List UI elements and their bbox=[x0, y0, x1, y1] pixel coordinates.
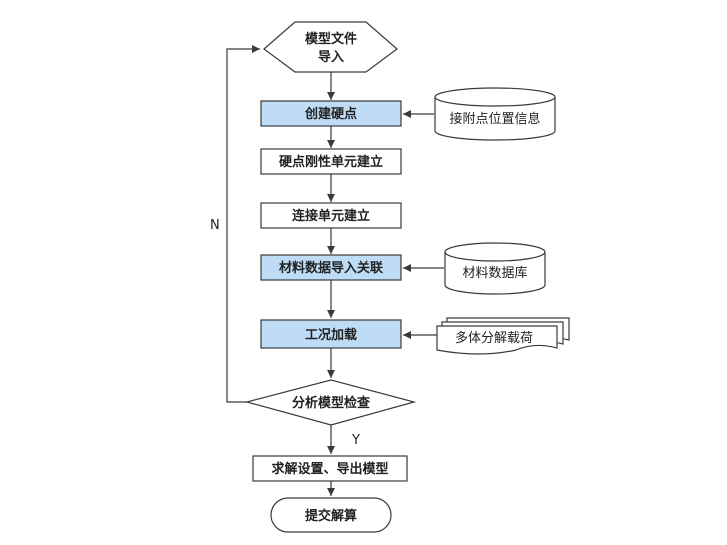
doc-multibody-loads: 多体分解载荷 bbox=[436, 317, 570, 355]
side-input-connectors bbox=[403, 110, 444, 339]
node-solver-setup: 求解设置、导出模型 bbox=[252, 455, 408, 482]
node-rigid-elements: 硬点刚性单元建立 bbox=[260, 148, 402, 175]
node-material-link: 材料数据导入关联 bbox=[260, 254, 402, 281]
process-box bbox=[260, 148, 402, 175]
db-attach-points: 接附点位置信息 bbox=[434, 87, 556, 141]
node-load-case-label: 工况加载 bbox=[305, 327, 357, 343]
database-top bbox=[434, 87, 556, 107]
db-material-label: 材料数据库 bbox=[462, 265, 527, 281]
db-material: 材料数据库 bbox=[444, 242, 546, 295]
node-model-check-label: 分析模型检查 bbox=[292, 395, 371, 411]
process-box bbox=[252, 455, 408, 482]
doc-multibody-loads-label: 多体分解载荷 bbox=[455, 330, 533, 346]
node-create-hardpoints-label: 创建硬点 bbox=[304, 106, 357, 122]
node-submit: 提交解算 bbox=[270, 497, 392, 533]
node-model-check: 分析模型检查 bbox=[244, 379, 417, 426]
node-import-line2: 导入 bbox=[318, 50, 344, 65]
node-solver-setup-label: 求解设置、导出模型 bbox=[271, 461, 388, 477]
process-box bbox=[260, 202, 402, 229]
node-connection-elements: 连接单元建立 bbox=[260, 202, 402, 229]
node-create-hardpoints: 创建硬点 bbox=[260, 100, 402, 127]
decision-diamond bbox=[244, 379, 417, 426]
edge-label-yes: Y bbox=[351, 433, 360, 448]
terminator-shape bbox=[270, 497, 392, 533]
node-import: 模型文件 导入 bbox=[263, 21, 398, 73]
process-box bbox=[260, 254, 402, 281]
hexagon-shape bbox=[263, 21, 398, 73]
process-box bbox=[260, 100, 402, 127]
node-import-line1: 模型文件 bbox=[305, 31, 357, 47]
node-material-link-label: 材料数据导入关联 bbox=[279, 260, 383, 276]
loop-back-arrow bbox=[226, 45, 260, 403]
node-rigid-elements-label: 硬点刚性单元建立 bbox=[279, 154, 383, 170]
database-top bbox=[444, 242, 546, 262]
edge-label-no: N bbox=[210, 218, 220, 233]
process-box bbox=[260, 319, 402, 349]
db-attach-points-label: 接附点位置信息 bbox=[449, 111, 540, 127]
node-load-case: 工况加载 bbox=[260, 319, 402, 349]
node-submit-label: 提交解算 bbox=[305, 508, 357, 524]
stacked-doc-front bbox=[436, 325, 558, 355]
node-connection-elements-label: 连接单元建立 bbox=[292, 208, 370, 224]
